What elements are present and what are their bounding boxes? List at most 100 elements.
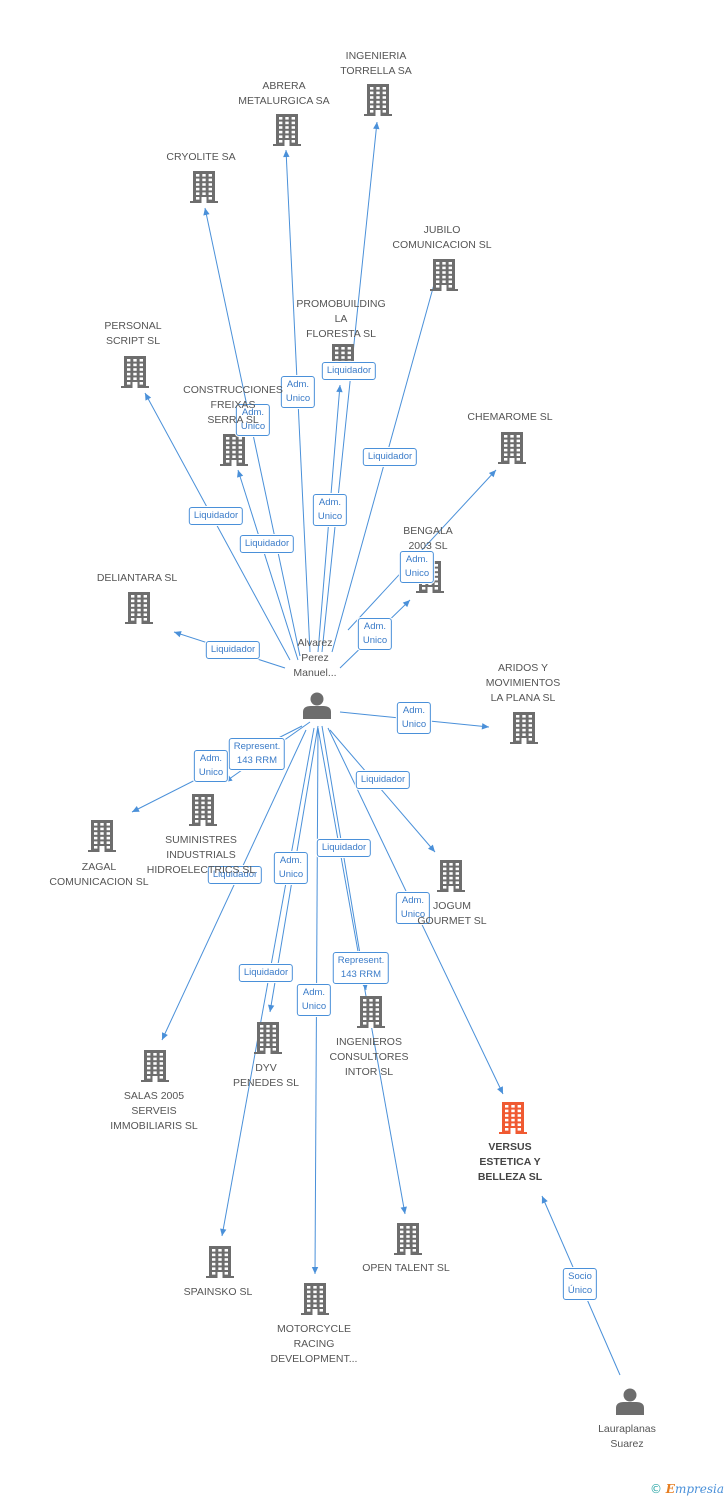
node-label-alvarez[interactable]: Alvarez Perez Manuel... (293, 637, 337, 679)
building-icon (206, 1246, 234, 1278)
building-icon (510, 712, 538, 744)
edge-label-abrera-alvarez[interactable]: Adm. Unico (280, 376, 316, 408)
edge-label-dyv-alvarez[interactable]: Adm. Unico (273, 852, 309, 884)
node-ingenieros[interactable] (357, 996, 385, 1028)
node-label-personal[interactable]: PERSONAL SCRIPT SL (104, 320, 162, 347)
edge-label-motorcycle-alvarez[interactable]: Adm. Unico (296, 984, 332, 1016)
node-label-dyv[interactable]: DYV PENEDES SL (233, 1062, 299, 1089)
edge-label-zagal-alvarez[interactable]: Adm. Unico (193, 750, 229, 782)
building-icon (254, 1022, 282, 1054)
edge-alvarez-ingenieria (321, 121, 380, 653)
edge-label-salas-alvarez[interactable]: Liquidador (207, 866, 263, 884)
node-personal[interactable] (121, 356, 149, 388)
node-label-versus[interactable]: VERSUS ESTETICA Y BELLEZA SL (477, 1141, 543, 1183)
node-suministres[interactable] (189, 794, 217, 826)
edge-label-ingenieros-alvarez[interactable]: Liquidador (316, 839, 372, 857)
node-label-construcciones[interactable]: CONSTRUCCIONES FREIXAS SERRA SL (183, 384, 283, 426)
node-abrera[interactable] (273, 114, 301, 146)
edge-label-promobuilding-alvarez[interactable]: Adm. Unico (312, 494, 348, 526)
edge-label-cryolite-alvarez[interactable]: Adm. Unico (235, 404, 271, 436)
edge-line (161, 729, 307, 1041)
edge-arrowhead (145, 393, 152, 401)
node-versus[interactable] (499, 1102, 527, 1134)
node-chemarome[interactable] (498, 432, 526, 464)
building-icon (357, 996, 385, 1028)
person-icon (303, 692, 331, 719)
node-label-chemarome[interactable]: CHEMAROME SL (467, 411, 553, 423)
node-ingenieria[interactable] (364, 84, 392, 116)
edge-arrowhead (497, 1086, 503, 1094)
edge-line (321, 725, 367, 991)
copyright-icon: © (649, 1482, 662, 1496)
node-construcciones[interactable] (220, 434, 248, 466)
edge-label-deliantara-alvarez[interactable]: Liquidador (205, 641, 261, 659)
building-icon (125, 592, 153, 624)
node-dyv[interactable] (254, 1022, 282, 1054)
node-gourmet[interactable] (437, 860, 465, 892)
edge-label-opentalent-alvarez[interactable]: Represent. 143 RRM (332, 952, 390, 984)
edge-label-jubilo-alvarez[interactable]: Liquidador (362, 448, 418, 466)
edge-label-construcciones-alvarez[interactable]: Liquidador (239, 535, 295, 553)
node-aridos[interactable] (510, 712, 538, 744)
node-opentalent[interactable] (394, 1223, 422, 1255)
building-icon (141, 1050, 169, 1082)
empresia-logo[interactable]: © Empresia (650, 1482, 724, 1496)
edge-line (144, 392, 291, 661)
node-label-cryolite[interactable]: CRYOLITE SA (166, 151, 236, 163)
edge-alvarez-chemarome (347, 469, 497, 631)
node-zagal[interactable] (88, 820, 116, 852)
node-label-lauraplanas[interactable]: Lauraplanas Suarez (598, 1423, 656, 1450)
node-label-ingenieria[interactable]: INGENIERIA TORRELLA SA (340, 50, 412, 77)
node-label-deliantara[interactable]: DELIANTARA SL (96, 572, 178, 584)
node-cryolite[interactable] (190, 171, 218, 203)
node-alvarez[interactable] (303, 692, 331, 720)
node-label-aridos[interactable]: ARIDOS Y MOVIMIENTOS LA PLANA SL (485, 662, 561, 704)
node-deliantara[interactable] (125, 592, 153, 624)
edge-label-bengala-alvarez[interactable]: Adm. Unico (357, 618, 393, 650)
edge-alvarez-salas (161, 729, 307, 1041)
building-icon (88, 820, 116, 852)
edge-label-ingenieria-alvarez[interactable]: Liquidador (321, 362, 377, 380)
node-motorcycle[interactable] (301, 1283, 329, 1315)
node-label-bengala[interactable]: BENGALA 2003 SL (403, 525, 453, 552)
edge-label-gourmet-alvarez[interactable]: Liquidador (355, 771, 411, 789)
building-icon (273, 114, 301, 146)
node-label-jubilo[interactable]: JUBILO COMUNICACION SL (392, 224, 492, 251)
edge-arrowhead (488, 470, 496, 478)
node-label-promobuilding[interactable]: PROMOBUILDING LA FLORESTA SL (296, 298, 386, 340)
edge-arrowhead (162, 1032, 168, 1040)
edge-line (221, 727, 315, 1237)
node-salas[interactable] (141, 1050, 169, 1082)
edge-line (237, 469, 299, 661)
building-icon (189, 794, 217, 826)
node-label-ingenieros[interactable]: INGENIEROS CONSULTORES INTOR SL (329, 1036, 409, 1078)
edge-label-aridos-alvarez[interactable]: Adm. Unico (396, 702, 432, 734)
edge-alvarez-spainsko (220, 727, 315, 1237)
node-label-salas[interactable]: SALAS 2005 SERVEIS IMMOBILIARIS SL (110, 1090, 198, 1132)
edge-label-personal-alvarez[interactable]: Liquidador (188, 507, 244, 525)
edge-line (321, 121, 378, 653)
edge-arrowhead (268, 1004, 275, 1012)
node-label-suministres[interactable]: SUMINISTRES INDUSTRIALS HIDROELECTRICS S… (146, 834, 256, 876)
edge-arrowhead (400, 1206, 407, 1214)
edge-label-suministres-alvarez[interactable]: Represent. 143 RRM (228, 738, 286, 770)
edge-label-versus-lauraplanas[interactable]: Socio Único (562, 1268, 598, 1300)
edge-label-spainsko-alvarez[interactable]: Liquidador (238, 964, 294, 982)
edge-label-versus-alvarez[interactable]: Adm. Unico (395, 892, 431, 924)
node-jubilo[interactable] (430, 259, 458, 291)
node-lauraplanas[interactable] (616, 1388, 644, 1416)
building-icon (430, 259, 458, 291)
edge-arrowhead (361, 982, 369, 990)
node-label-abrera[interactable]: ABRERA METALURGICA SA (238, 80, 330, 107)
person-icon (616, 1388, 644, 1415)
node-label-zagal[interactable]: ZAGAL COMUNICACION SL (49, 861, 149, 888)
node-label-opentalent[interactable]: OPEN TALENT SL (362, 1262, 450, 1274)
edge-alvarez-gourmet (329, 729, 436, 853)
node-label-gourmet[interactable]: JOGUM GOURMET SL (417, 900, 487, 927)
node-label-motorcycle[interactable]: MOTORCYCLE RACING DEVELOPMENT... (270, 1323, 358, 1365)
node-label-spainsko[interactable]: SPAINSKO SL (183, 1286, 253, 1298)
edge-arrowhead (203, 208, 210, 216)
node-spainsko[interactable] (206, 1246, 234, 1278)
edge-label-chemarome-alvarez[interactable]: Adm. Unico (399, 551, 435, 583)
edge-arrowhead (132, 805, 140, 812)
